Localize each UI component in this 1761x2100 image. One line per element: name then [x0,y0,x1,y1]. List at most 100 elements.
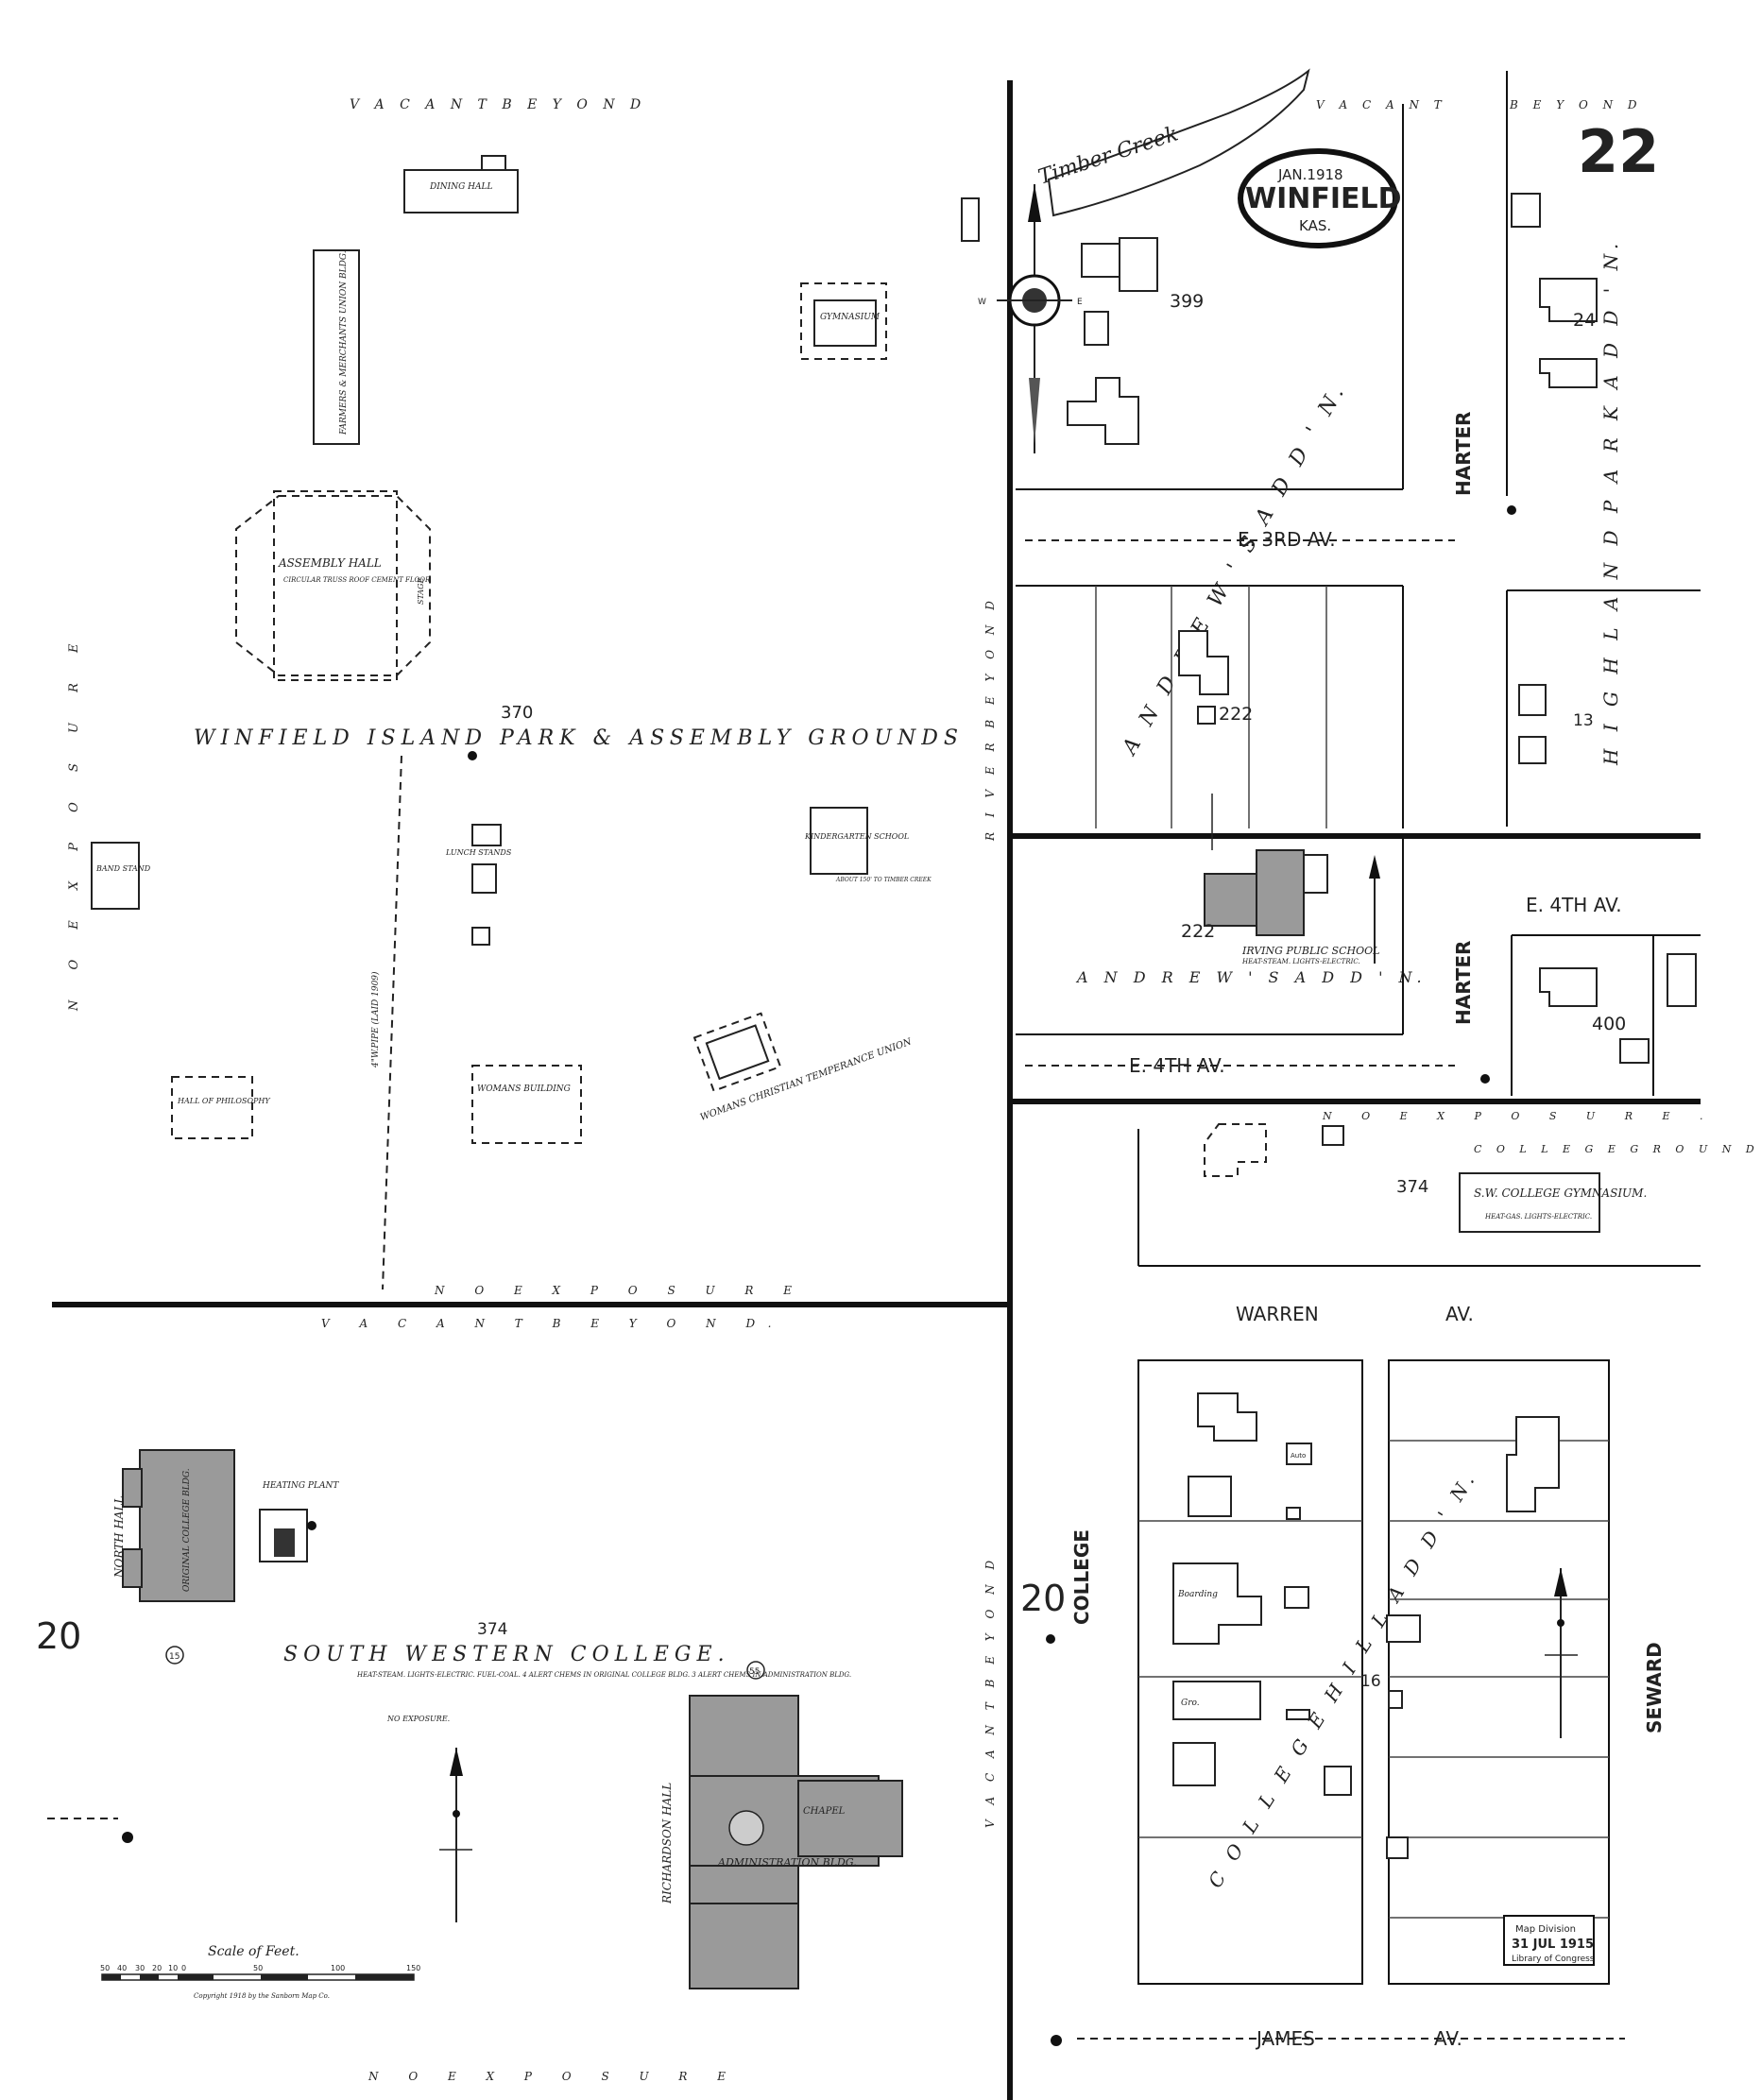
block-13: 13 [1573,711,1594,730]
block-24: 24 [1573,310,1596,331]
small-building [961,197,980,242]
grocery [1539,967,1598,1007]
river-beyond-label: R I V E R B E Y O N D [983,595,997,842]
north-hall-label: NORTH HALL [112,1495,126,1579]
dwelling [1539,358,1598,388]
assembly-hall-label: ASSEMBLY HALL [278,556,382,570]
water-pipe-line [382,755,402,1290]
circle-55 [746,1661,765,1680]
library-stamp: Map Division 31 JUL 1915 Library of Cong… [1503,1915,1595,1966]
irving-school-note: HEAT-STEAM. LIGHTS-ELECTRIC. [1241,958,1360,965]
womans-building-label: WOMANS BUILDING [477,1084,571,1094]
warren-av-suffix: AV. [1445,1303,1474,1325]
james-av-label: JAMES [1255,2027,1315,2050]
compass-w: W [978,298,986,307]
seward-street: SEWARD [1643,1642,1666,1733]
hall-philosophy-label: HALL OF PHILOSOPHY [177,1097,270,1105]
scale-tick: 150 [406,1964,420,1972]
dwelling [1511,193,1541,228]
administration-building: CHAPEL ADMINISTRATION BLDG. RICHARDSON H… [660,1695,903,1989]
james-av-suffix: AV. [1434,2027,1462,2050]
hydrant-icon [122,1832,133,1843]
kindergarten-note: ABOUT 150' TO TIMBER CREEK [835,877,932,883]
scale-title: Scale of Feet. [208,1944,299,1959]
sheet-ref-20-right: 20 [1020,1578,1066,1619]
dwelling [1324,1766,1352,1796]
scale-tick: 50 [100,1964,110,1972]
hydrant-icon [1480,1074,1490,1084]
andrews-add-label: A N D R E W ' S A D D ' N. [1118,378,1352,760]
original-college-building: ORIGINAL COLLEGE BLDG. NORTH HALL [112,1449,235,1602]
harter-street-1: HARTER [1452,412,1475,496]
hall-of-philosophy: HALL OF PHILOSOPHY [171,1076,270,1139]
block-370: 370 [501,703,533,723]
irving-school-label: IRVING PUBLIC SCHOOL [1241,945,1379,957]
dwelling [1188,1476,1232,1517]
admin-bldg-label: ADMINISTRATION BLDG. [717,1856,857,1869]
dwelling [1518,684,1547,716]
sheet-state: KAS. [1299,217,1331,234]
assembly-hall-note: CIRCULAR TRUSS ROOF CEMENT FLOOR [283,576,431,584]
block-222-school: 222 [1181,921,1215,942]
auto-garage [1286,1443,1312,1465]
gymnasium: GYMNASIUM [800,282,887,360]
heating-plant: HEATING PLANT [259,1481,339,1562]
highland-park-label: H I G H L A N D P A R K A D D ' N. [1599,238,1622,766]
college-grounds-label: C O L L E G E G R O U N D S [1474,1143,1761,1155]
dwelling [1506,1416,1560,1512]
warren-av-label: WARREN [1236,1303,1319,1325]
hydrant-icon [1046,1634,1055,1644]
chapel-label: CHAPEL [803,1806,846,1817]
shed [1197,706,1216,725]
auto-garage [1386,1836,1409,1859]
dining-hall: DINING HALL [403,155,519,213]
vacant-beyond-college: V A C A N T B E Y O N D. [321,1317,785,1330]
lunch-stands-label: LUNCH STANDS [445,848,512,857]
shed [1322,1125,1344,1146]
vacant-top-label: V A C A N T [1316,98,1447,111]
dwelling [1172,1742,1216,1786]
scale-tick: 100 [331,1964,345,1972]
kindergarten-school: KINDERGARTEN SCHOOL ABOUT 150' TO TIMBER… [804,807,932,883]
dwelling [1178,630,1229,695]
park-title: WINFIELD ISLAND PARK & ASSEMBLY GROUNDS [194,726,964,750]
scale-bar [101,1973,415,1981]
heating-plant-label: HEATING PLANT [262,1481,339,1491]
hydrant-icon [1507,505,1516,515]
sw-college-gymnasium: S.W. COLLEGE GYMNASIUM. HEAT-GAS. LIGHTS… [1459,1172,1647,1233]
original-bldg-label: ORIGINAL COLLEGE BLDG. [182,1468,192,1592]
auto-garage [1619,1038,1650,1064]
block-16: 16 [1360,1672,1381,1691]
stamp-line-2: 31 JUL 1915 [1512,1938,1594,1952]
richardson-hall-label: RICHARDSON HALL [660,1783,674,1904]
scale-tick: 50 [253,1964,263,1972]
grocery [1172,1681,1261,1720]
dwelling [1386,1614,1421,1643]
dwelling [1539,278,1598,322]
stamp-line-3: Library of Congress [1512,1955,1595,1964]
shed [1286,1507,1301,1520]
sheet-date: JAN.1918 [1277,166,1343,183]
college-street: COLLEGE [1070,1529,1093,1625]
band-stand: BAND STAND [91,842,151,910]
scale-tick: 20 [152,1964,162,1972]
block-399: 399 [1170,291,1204,312]
boarding-label: Boarding [1177,1590,1218,1599]
circle-15 [165,1646,184,1665]
shed [1286,1709,1310,1720]
no-exposure-east: N O E X P O S U R E . [1322,1110,1717,1122]
dwelling [1197,1392,1257,1442]
circle-15-label: 15 [169,1652,180,1662]
copyright: Copyright 1918 by the Sanborn Map Co. [194,1992,330,2000]
no-exposure-bottom: N O E X P O S U R E [368,2070,739,2083]
sheet-ref-20-left: 20 [36,1615,81,1657]
top-vacant-label: V A C A N T B E Y O N D [350,97,646,112]
no-exposure-park: N O E X P O S U R E [434,1284,805,1297]
shed [1284,1586,1309,1609]
sw-gym-label: S.W. COLLEGE GYMNASIUM. [1474,1187,1647,1200]
college-hill-east-block [1388,1359,1610,1985]
block-374-college: 374 [477,1620,507,1639]
womans-building: WOMANS BUILDING [471,1065,582,1144]
timber-creek [1047,68,1310,217]
